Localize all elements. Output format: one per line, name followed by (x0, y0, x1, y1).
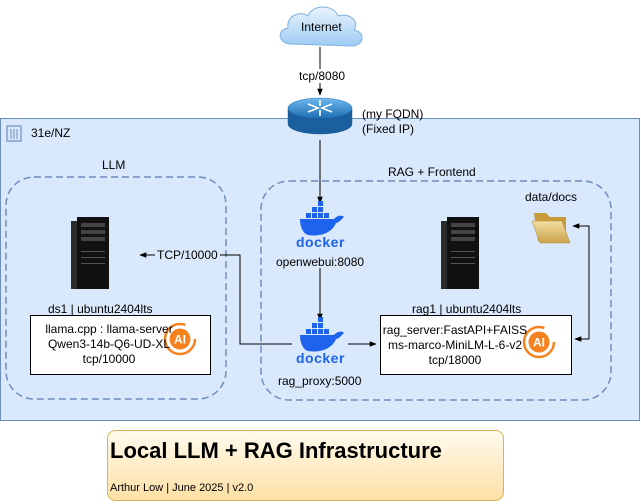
region-label: 31e/NZ (31, 126, 71, 140)
ds1-line: Qwen3-14b-Q6-UD-XL (47, 337, 171, 351)
ai-badge-text: AI (533, 336, 545, 350)
footer-title: Local LLM + RAG Infrastructure (110, 438, 442, 463)
ds1-line: tcp/10000 (82, 352, 136, 366)
edge-label-internet: tcp/8080 (297, 69, 348, 83)
router-icon (287, 97, 353, 135)
rag-group-box (260, 180, 612, 401)
ai-badge-text: AI (174, 333, 186, 347)
ds1-details: llama.cpp : llama-server Qwen3-14b-Q6-UD… (34, 322, 184, 367)
rag1-line: rag_server:FastAPI+FAISS (382, 323, 528, 337)
rag1-line: ms-marco-MiniLM-L-6-v2 (387, 338, 522, 352)
footer-subtitle: Arthur Low | June 2025 | v2.0 (110, 482, 254, 494)
data-docs-label: data/docs (525, 190, 578, 204)
openwebui-label: openwebui:8080 (276, 255, 365, 269)
rag-proxy-label: rag_proxy:5000 (278, 374, 362, 388)
router-label-fqdn: (my FQDN) (362, 107, 424, 121)
ai-icon: AI (163, 322, 197, 356)
ds1-name: ds1 | ubuntu2404lts (48, 302, 153, 316)
rag-group-label: RAG + Frontend (388, 165, 476, 179)
building-icon (6, 125, 22, 142)
docker-wordmark: docker (296, 234, 345, 250)
docker-wordmark: docker (296, 350, 345, 366)
server-tower-icon (71, 217, 109, 289)
router-label-ip: (Fixed IP) (362, 122, 415, 136)
footer-box (107, 430, 504, 501)
cloud-icon (279, 6, 363, 47)
rag1-line: tcp/18000 (428, 353, 482, 367)
internet-label: Internet (301, 20, 342, 34)
folder-icon (531, 213, 571, 244)
edge-label-ds1: TCP/10000 (155, 248, 220, 262)
edge-rag1-docs (572, 223, 590, 342)
llm-group-label: LLM (102, 158, 126, 172)
llm-group-box (5, 176, 227, 400)
ai-icon: AI (522, 325, 556, 359)
docker-icon (300, 317, 344, 352)
ds1-line: llama.cpp : llama-server (45, 322, 173, 336)
rag1-name: rag1 | ubuntu2404lts (412, 302, 522, 316)
rag1-details: rag_server:FastAPI+FAISS ms-marco-MiniLM… (382, 323, 528, 368)
server-tower-icon (441, 217, 479, 289)
docker-icon (300, 201, 344, 236)
